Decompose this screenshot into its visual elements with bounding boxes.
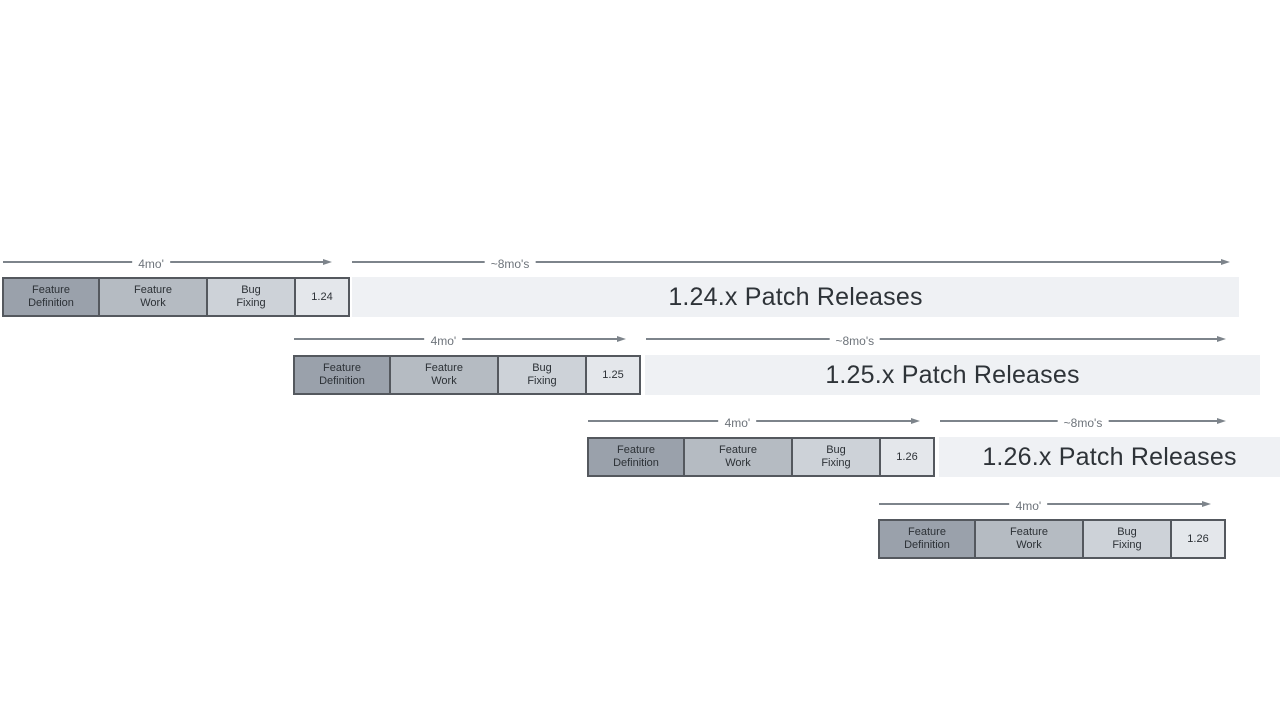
dev-cycle-boxes: Feature Definition Feature Work Bug Fixi… xyxy=(2,277,350,317)
arrow-head-icon xyxy=(1217,417,1226,424)
version-box: 1.24 xyxy=(294,277,350,317)
version-label: 1.26 xyxy=(896,451,918,463)
phase-box-feature-work: Feature Work xyxy=(683,437,793,477)
version-label: 1.26 xyxy=(1187,533,1209,545)
dev-duration-arrow: 4mo' xyxy=(588,414,920,434)
phase-box-feature-work: Feature Work xyxy=(389,355,499,395)
dev-cycle-boxes: Feature Definition Feature Work Bug Fixi… xyxy=(587,437,935,477)
version-box: 1.26 xyxy=(1170,519,1226,559)
dev-cycle-boxes: Feature Definition Feature Work Bug Fixi… xyxy=(293,355,641,395)
patch-releases-label: 1.24.x Patch Releases xyxy=(668,282,923,311)
dev-duration-label: 4mo' xyxy=(718,416,757,431)
phase-box-bug-fixing: Bug Fixing xyxy=(791,437,881,477)
phase-box-feature-definition: Feature Definition xyxy=(878,519,976,559)
phase-box-feature-work: Feature Work xyxy=(974,519,1084,559)
arrow-head-icon xyxy=(323,258,332,265)
patch-releases-label: 1.26.x Patch Releases xyxy=(982,442,1237,471)
patch-releases-bar: 1.26.x Patch Releases xyxy=(939,437,1280,477)
phase-label: Bug Fixing xyxy=(821,444,851,469)
patch-releases-bar: 1.24.x Patch Releases xyxy=(352,277,1239,317)
phase-label: Feature Work xyxy=(134,284,172,309)
version-label: 1.24 xyxy=(311,291,333,303)
dev-duration-arrow: 4mo' xyxy=(3,255,332,275)
phase-label: Feature Definition xyxy=(319,362,365,387)
phase-label: Feature Definition xyxy=(613,444,659,469)
patch-releases-label: 1.25.x Patch Releases xyxy=(825,360,1080,389)
phase-box-bug-fixing: Bug Fixing xyxy=(1082,519,1172,559)
dev-duration-label: 4mo' xyxy=(1009,499,1048,514)
phase-box-feature-definition: Feature Definition xyxy=(293,355,391,395)
phase-label: Feature Definition xyxy=(28,284,74,309)
phase-label: Feature Work xyxy=(1010,526,1048,551)
patch-duration-label: ~8mo's xyxy=(829,334,881,349)
patch-duration-arrow: ~8mo's xyxy=(940,414,1226,434)
patch-duration-arrow: ~8mo's xyxy=(646,332,1226,352)
phase-label: Feature Definition xyxy=(904,526,950,551)
arrow-head-icon xyxy=(1221,258,1230,265)
arrow-line xyxy=(352,261,1223,263)
phase-label: Bug Fixing xyxy=(527,362,557,387)
patch-duration-label: ~8mo's xyxy=(1057,416,1109,431)
dev-duration-label: 4mo' xyxy=(424,334,463,349)
phase-label: Feature Work xyxy=(425,362,463,387)
phase-box-feature-definition: Feature Definition xyxy=(587,437,685,477)
phase-box-bug-fixing: Bug Fixing xyxy=(206,277,296,317)
arrow-head-icon xyxy=(911,417,920,424)
patch-duration-arrow: ~8mo's xyxy=(352,255,1230,275)
arrow-head-icon xyxy=(617,335,626,342)
arrow-head-icon xyxy=(1202,500,1211,507)
dev-duration-arrow: 4mo' xyxy=(294,332,626,352)
phase-box-feature-work: Feature Work xyxy=(98,277,208,317)
version-label: 1.25 xyxy=(602,369,624,381)
patch-duration-label: ~8mo's xyxy=(484,257,536,272)
version-box: 1.26 xyxy=(879,437,935,477)
dev-duration-label: 4mo' xyxy=(132,257,170,272)
phase-label: Feature Work xyxy=(719,444,757,469)
patch-releases-bar: 1.25.x Patch Releases xyxy=(645,355,1260,395)
phase-label: Bug Fixing xyxy=(1112,526,1142,551)
dev-duration-arrow: 4mo' xyxy=(879,497,1211,517)
dev-cycle-boxes: Feature Definition Feature Work Bug Fixi… xyxy=(878,519,1226,559)
arrow-head-icon xyxy=(1217,335,1226,342)
phase-box-bug-fixing: Bug Fixing xyxy=(497,355,587,395)
phase-box-feature-definition: Feature Definition xyxy=(2,277,100,317)
arrow-line xyxy=(646,338,1219,340)
phase-label: Bug Fixing xyxy=(236,284,266,309)
version-box: 1.25 xyxy=(585,355,641,395)
